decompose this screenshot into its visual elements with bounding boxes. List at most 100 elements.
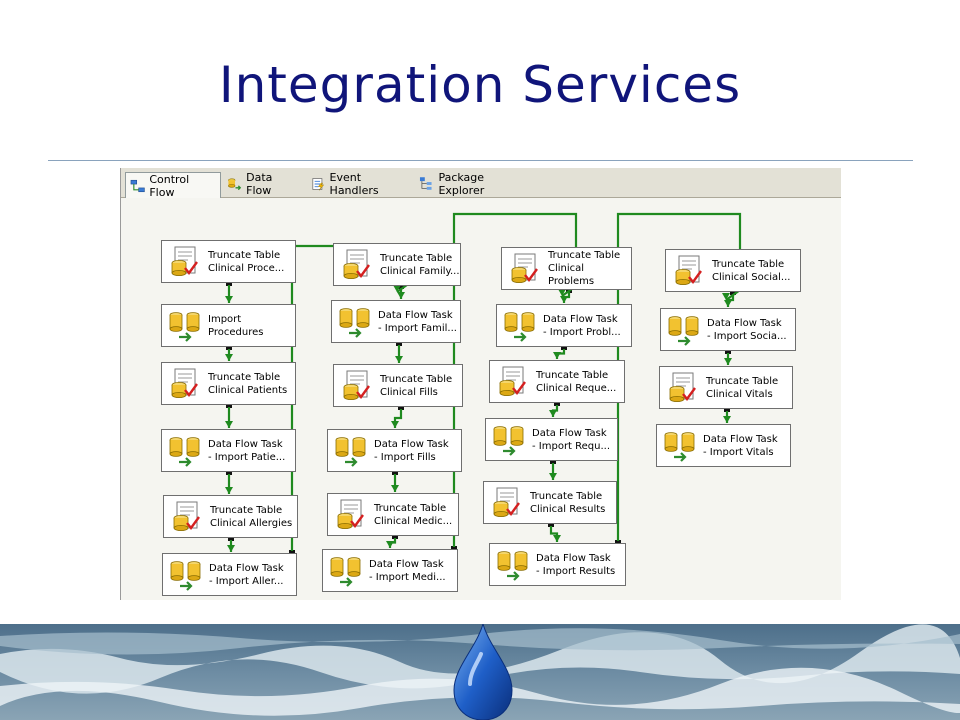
data-flow-task-icon [504, 311, 535, 342]
connector-anchor [398, 406, 404, 410]
task-truncate-table[interactable]: Truncate Table Clinical Fills [333, 364, 463, 407]
footer-banner [0, 624, 960, 720]
connector-arrowhead [395, 356, 403, 363]
task-truncate-table[interactable]: Truncate Table Clinical Patients [161, 362, 296, 405]
task-label: Data Flow Task - Import Fills [374, 438, 449, 463]
connector-anchor [554, 402, 560, 406]
tab-package-explorer[interactable]: Package Explorer [415, 171, 535, 197]
connector-arrowhead [386, 541, 394, 548]
task-truncate-table[interactable]: Truncate Table Clinical Proce... [161, 240, 296, 283]
package-explorer-icon [419, 177, 432, 190]
data-flow-task-icon [169, 311, 200, 342]
task-label: Truncate Table Clinical Fills [380, 373, 453, 398]
truncate-table-icon [343, 249, 370, 279]
connector-arrowhead [724, 300, 732, 307]
truncate-table-icon [337, 499, 364, 529]
connector-arrowhead [549, 473, 557, 480]
title-divider [48, 160, 913, 161]
tab-label: Event Handlers [329, 171, 379, 197]
task-data-flow[interactable]: Data Flow Task - Import Aller... [162, 553, 297, 596]
task-data-flow[interactable]: Data Flow Task - Import Probl... [496, 304, 632, 347]
data-flow-task-icon [339, 307, 370, 338]
task-data-flow[interactable]: Data Flow Task - Import Patie... [161, 429, 296, 472]
connector-anchor [550, 460, 556, 464]
tab-control-flow[interactable]: Control Flow [125, 172, 221, 199]
connector-anchor [396, 342, 402, 346]
task-data-flow[interactable]: Data Flow Task - Import Famil... [331, 300, 461, 343]
task-label: Data Flow Task - Import Vitals [703, 433, 778, 458]
tab-label: Data Flow [246, 171, 273, 197]
connector-anchor [398, 285, 404, 289]
data-flow-task-icon [664, 431, 695, 462]
ssis-designer: Control Flow Data Flow Event Handlers [120, 168, 841, 600]
control-flow-canvas[interactable]: Truncate Table Clinical Proce... Import … [121, 198, 841, 600]
task-truncate-table[interactable]: Truncate Table Clinical Medic... [327, 493, 459, 536]
connector-anchor [730, 291, 736, 295]
truncate-table-icon [171, 246, 198, 276]
task-label: Data Flow Task - Import Patie... [208, 438, 286, 463]
connector-anchor [615, 540, 621, 544]
task-label: Data Flow Task - Import Requ... [532, 427, 611, 452]
truncate-table-icon [343, 370, 370, 400]
task-label: Truncate Table Clinical Vitals [706, 375, 779, 400]
task-truncate-table[interactable]: Truncate Table Clinical Reque... [489, 360, 625, 403]
truncate-table-icon [173, 501, 200, 531]
truncate-table-icon [493, 487, 520, 517]
connector-arrowhead [549, 410, 557, 417]
data-flow-task-icon [497, 550, 528, 581]
task-data-flow[interactable]: Data Flow Task - Import Fills [327, 429, 462, 472]
truncate-table-icon [511, 253, 538, 283]
task-data-flow[interactable]: Data Flow Task - Import Requ... [485, 418, 618, 461]
tab-data-flow[interactable]: Data Flow [223, 171, 303, 197]
task-truncate-table[interactable]: Truncate Table Clinical Family... [333, 243, 461, 286]
task-label: Truncate Table Clinical Reque... [536, 369, 617, 394]
data-flow-icon [228, 178, 242, 191]
data-flow-task-icon [169, 436, 200, 467]
task-truncate-table[interactable]: Truncate Table Clinical Results [483, 481, 617, 524]
task-label: Truncate Table Clinical Medic... [374, 502, 453, 527]
connector-anchor [392, 535, 398, 539]
ocean-waves-image [0, 624, 960, 720]
task-truncate-table[interactable]: Truncate Table Clinical Social... [665, 249, 801, 292]
task-data-flow[interactable]: Data Flow Task - Import Results [489, 543, 626, 586]
event-handlers-icon [312, 178, 325, 191]
task-label: Data Flow Task - Import Socia... [707, 317, 787, 342]
task-data-flow[interactable]: Data Flow Task - Import Socia... [660, 308, 796, 351]
control-flow-icon [130, 179, 145, 192]
connector-arrowhead [225, 354, 233, 361]
task-truncate-table[interactable]: Truncate Table Clinical Allergies [163, 495, 298, 538]
task-label: Data Flow Task - Import Famil... [378, 309, 457, 334]
data-flow-task-icon [170, 560, 201, 591]
connector-arrowhead [723, 416, 731, 423]
slide-title: Integration Services [218, 56, 742, 114]
task-label: Truncate Table Clinical Allergies [210, 504, 293, 529]
connector-arrowhead [722, 293, 730, 300]
connector-arrowhead [225, 487, 233, 494]
task-label: Data Flow Task - Import Probl... [543, 313, 621, 338]
task-data-flow[interactable]: Data Flow Task - Import Medi... [322, 549, 458, 592]
data-flow-task-icon [335, 436, 366, 467]
tab-event-handlers[interactable]: Event Handlers [307, 171, 411, 197]
task-data-flow[interactable]: Import Procedures [161, 304, 296, 347]
connector-anchor [226, 471, 232, 475]
connector-anchor [451, 546, 457, 550]
tab-label: Package Explorer [438, 171, 485, 197]
task-label: Truncate Table Clinical Results [530, 490, 606, 515]
tab-label: Control Flow [149, 172, 190, 199]
connector-anchor [289, 550, 295, 554]
connector-arrowhead [558, 289, 566, 296]
connector-arrowhead [225, 296, 233, 303]
task-truncate-table[interactable]: Truncate Table Clinical Vitals [659, 366, 793, 409]
connector-anchor [392, 471, 398, 475]
task-truncate-table[interactable]: Truncate Table Clinical Problems [501, 247, 632, 290]
task-label: Data Flow Task - Import Medi... [369, 558, 446, 583]
connector-arrowhead [225, 421, 233, 428]
connector-anchor [548, 523, 554, 527]
connector-anchor [724, 408, 730, 412]
connector-arrowhead [393, 285, 401, 292]
task-data-flow[interactable]: Data Flow Task - Import Vitals [656, 424, 791, 467]
connector-anchor [226, 346, 232, 350]
connector-arrowhead [724, 358, 732, 365]
connector-anchor [226, 282, 232, 286]
task-label: Truncate Table Clinical Family... [380, 252, 460, 277]
